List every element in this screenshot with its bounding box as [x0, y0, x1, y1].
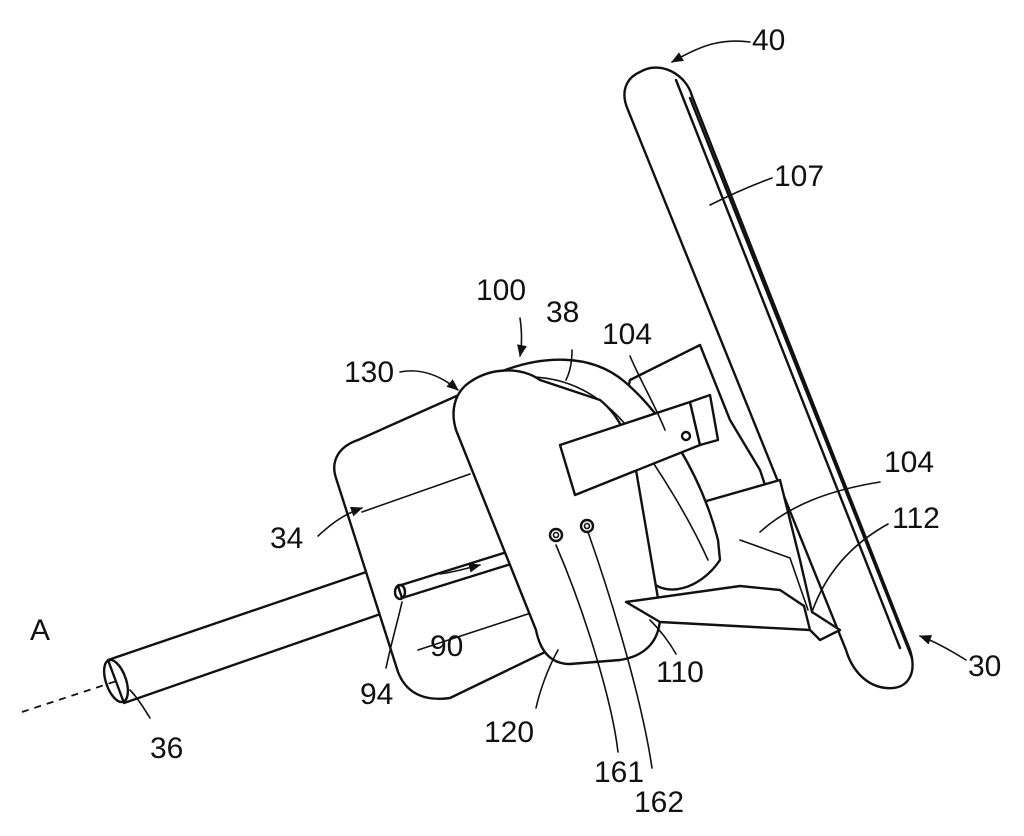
label-fastener-b: 162: [634, 786, 684, 819]
label-front-face: 120: [484, 716, 534, 749]
label-assembly: 100: [476, 274, 526, 307]
label-body: 130: [344, 356, 394, 389]
label-bracket: 110: [656, 656, 704, 689]
label-housing: 34: [270, 522, 303, 555]
label-wheel: 40: [752, 24, 785, 57]
label-axis: A: [30, 614, 50, 647]
label-rod: 90: [430, 630, 463, 663]
label-cover: 38: [546, 296, 579, 329]
label-bracket-foot: 112: [892, 502, 940, 535]
label-shaft: 36: [150, 732, 183, 765]
shaft: [99, 568, 392, 705]
label-rim: 107: [774, 160, 824, 193]
label-fastener-a: 161: [594, 756, 644, 789]
label-arm-upper: 104: [602, 318, 652, 351]
label-steering-device: 30: [968, 650, 1001, 683]
label-arm-lower: 104: [884, 446, 934, 479]
label-rod-end: 94: [360, 678, 393, 711]
